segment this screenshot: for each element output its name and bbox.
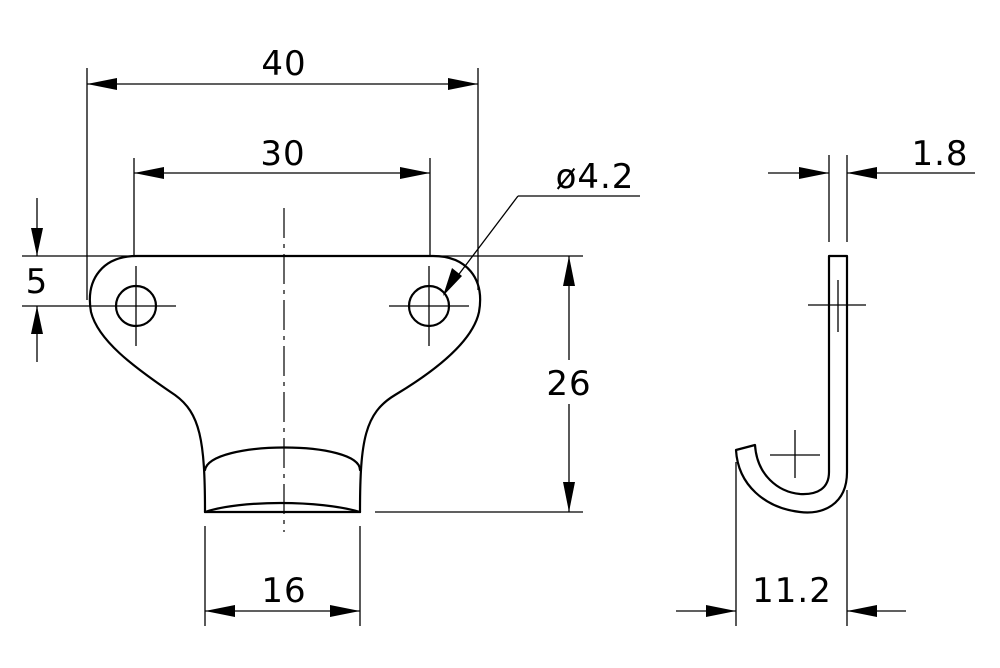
- side-view: [734, 254, 866, 514]
- bracket-outline: [88, 254, 482, 514]
- dim-hook-depth: 11.2: [676, 462, 906, 626]
- dim-overall-width: 40: [86, 44, 479, 300]
- dim-hole-diameter-label: ø4.2: [556, 157, 635, 197]
- dim-thickness: 1.8: [768, 134, 975, 242]
- bent-lip: [203, 446, 362, 472]
- front-view: [88, 208, 482, 532]
- dim-neck-width-label: 16: [261, 571, 306, 611]
- dim-neck-width: 16: [204, 526, 361, 626]
- dim-hook-depth-label: 11.2: [752, 571, 832, 611]
- dim-hole-spacing: 30: [133, 134, 431, 256]
- dim-hole-spacing-label: 30: [260, 134, 305, 174]
- dim-thickness-label: 1.8: [911, 134, 968, 174]
- dim-hole-diameter: ø4.2: [443, 157, 640, 296]
- dim-overall-width-label: 40: [261, 44, 306, 84]
- hook-outline: [734, 254, 849, 514]
- dim-height-label: 26: [546, 364, 591, 404]
- bent-lip-bottom: [203, 501, 362, 514]
- dim-height: 26: [375, 255, 598, 513]
- dim-hole-offset: 5: [22, 198, 137, 362]
- dim-hole-offset-label: 5: [26, 262, 49, 302]
